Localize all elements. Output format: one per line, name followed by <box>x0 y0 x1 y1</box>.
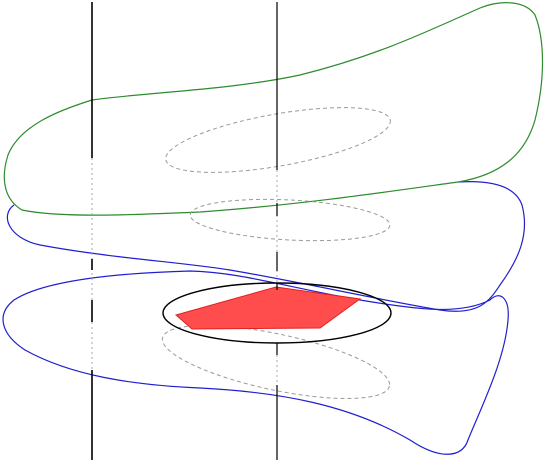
dashed-ellipse-top <box>165 107 391 173</box>
dashed-ellipse-middle <box>189 198 391 242</box>
middle-sheet <box>6 181 526 312</box>
top-sheet <box>3 2 544 216</box>
red-pentagon <box>174 286 362 330</box>
bottom-sheet <box>2 270 509 455</box>
dashed-ellipse-bottom <box>161 325 391 399</box>
